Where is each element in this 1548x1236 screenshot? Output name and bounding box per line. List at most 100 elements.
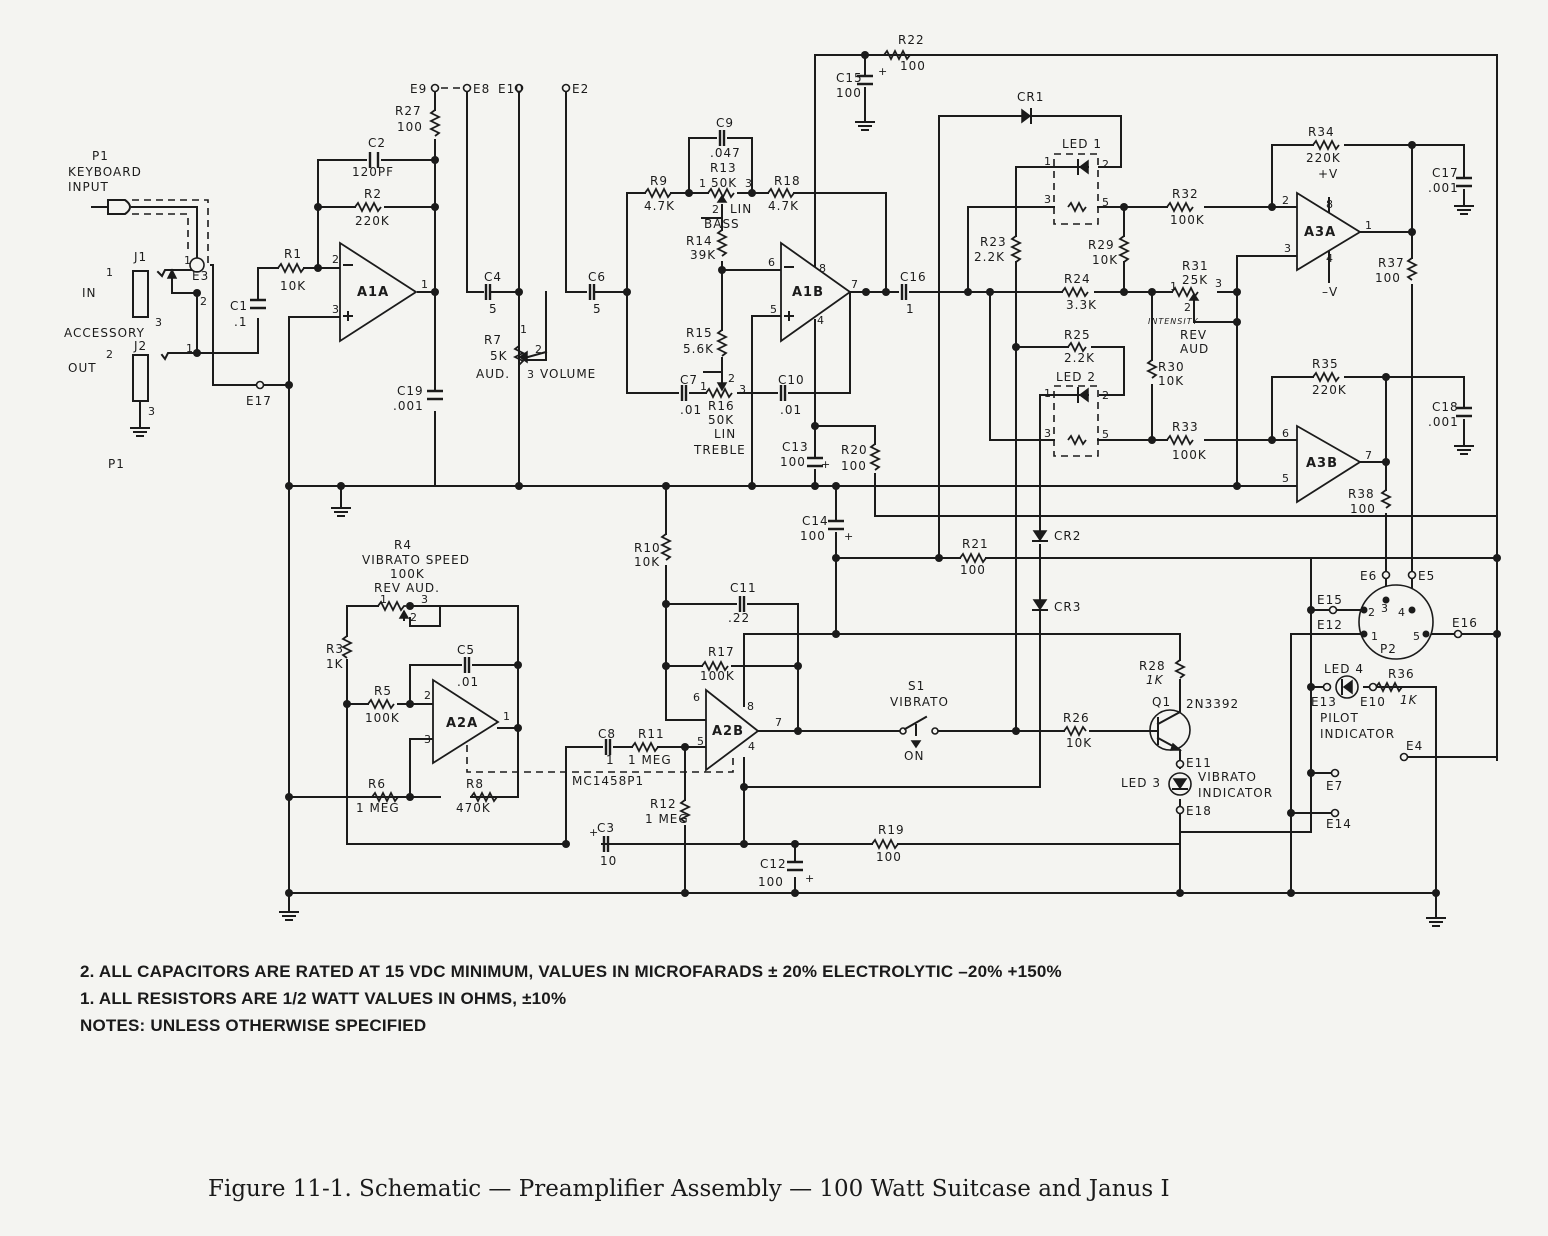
c14-value: 100 — [800, 529, 826, 543]
op-amp-a2b — [705, 688, 760, 772]
led2-label: LED 2 — [1056, 370, 1096, 384]
ground-icon — [130, 427, 150, 437]
junction-dot — [193, 349, 201, 357]
r18-label: R18 — [774, 174, 801, 188]
op-amp-a3b — [1296, 424, 1362, 504]
terminal-e18: E18 — [1186, 804, 1212, 818]
a1b-label: A1B — [792, 285, 824, 300]
r18-value: 4.7K — [768, 199, 799, 213]
out-label: OUT — [68, 361, 97, 375]
r14-value: 39K — [690, 248, 716, 262]
r29-label: R29 — [1088, 238, 1115, 252]
led1-package — [1053, 153, 1099, 225]
svg-text:2: 2 — [712, 203, 720, 216]
r6-label: R6 — [368, 777, 386, 791]
r4-value: 100K — [390, 567, 425, 581]
svg-text:4: 4 — [1326, 252, 1334, 265]
s1-state: ON — [904, 749, 924, 763]
r9-label: R9 — [650, 174, 668, 188]
ic-label: MC1458P1 — [572, 774, 644, 788]
c8-value: 1 — [606, 753, 615, 767]
r33-label: R33 — [1172, 420, 1199, 434]
junction-dot — [1307, 683, 1315, 691]
capacitor-c14 — [828, 519, 844, 531]
junction-dot — [406, 700, 414, 708]
c3-label: C3 — [597, 821, 615, 835]
junction-dot — [1287, 889, 1295, 897]
resistor-r9 — [644, 186, 672, 200]
svg-text:6: 6 — [693, 691, 701, 704]
resistor-r22 — [883, 48, 911, 62]
capacitor-c8 — [604, 739, 612, 755]
s1-function: VIBRATO — [890, 695, 949, 709]
svg-text:5: 5 — [1102, 196, 1110, 209]
c5-label: C5 — [457, 643, 475, 657]
capacitor-c4 — [484, 284, 492, 300]
junction-dot — [285, 793, 293, 801]
r37-value: 100 — [1375, 271, 1401, 285]
junction-dot — [964, 288, 972, 296]
junction-dot — [740, 783, 748, 791]
resistor-r29 — [1117, 235, 1131, 263]
r28-value: 1K — [1146, 673, 1164, 687]
capacitor-c1 — [250, 298, 266, 310]
r21-value: 100 — [960, 563, 986, 577]
junction-dot — [935, 554, 943, 562]
notes-header: NOTES: UNLESS OTHERWISE SPECIFIED — [80, 1016, 427, 1035]
led2-diode — [1078, 387, 1089, 403]
accessory-label: ACCESSORY — [64, 326, 145, 340]
junction-dot — [1012, 343, 1020, 351]
led2-package — [1053, 385, 1099, 457]
r17-value: 100K — [700, 669, 735, 683]
r31-taper-2: AUD — [1180, 342, 1209, 356]
svg-text:3: 3 — [1044, 193, 1052, 206]
svg-text:2: 2 — [410, 611, 418, 624]
c4-value: 5 — [489, 302, 498, 316]
resistor-r10 — [659, 533, 673, 561]
svg-text:5: 5 — [1102, 428, 1110, 441]
r4-function: VIBRATO SPEED — [362, 553, 470, 567]
junction-dot — [314, 264, 322, 272]
r10-label: R10 — [634, 541, 661, 555]
resistor-r36 — [1375, 680, 1403, 694]
svg-text:5: 5 — [1413, 630, 1421, 643]
r7-value: 5K — [490, 349, 508, 363]
junction-dot — [406, 602, 414, 610]
resistor-r6 — [371, 790, 399, 804]
c15-label: C15 — [836, 71, 863, 85]
c10-label: C10 — [778, 373, 805, 387]
junction-dot — [681, 743, 689, 751]
junction-dot — [794, 727, 802, 735]
r11-label: R11 — [638, 727, 665, 741]
r32-label: R32 — [1172, 187, 1199, 201]
junction-dot — [811, 422, 819, 430]
r5-label: R5 — [374, 684, 392, 698]
r2-value: 220K — [355, 214, 390, 228]
c9-label: C9 — [716, 116, 734, 130]
junction-dot — [515, 482, 523, 490]
resistor-r2 — [354, 200, 382, 214]
r22-value: 100 — [900, 59, 926, 73]
capacitor-c15 — [857, 74, 873, 86]
resistor-r7 — [512, 345, 526, 366]
p1-keyboard-label: KEYBOARD — [68, 165, 142, 179]
svg-text:3: 3 — [739, 383, 747, 396]
junction-dot — [1233, 288, 1241, 296]
r25-label: R25 — [1064, 328, 1091, 342]
capacitor-c2 — [368, 152, 380, 168]
c19-value: .001 — [393, 399, 424, 413]
svg-text:3: 3 — [745, 177, 753, 190]
vibrato-indicator-label-1: VIBRATO — [1198, 770, 1257, 784]
vibrato-indicator-label-2: INDICATOR — [1198, 786, 1273, 800]
svg-text:4: 4 — [817, 314, 825, 327]
p1-bottom-label: P1 — [108, 457, 125, 471]
r16-function: TREBLE — [693, 443, 746, 457]
resistor-r35 — [1312, 370, 1340, 384]
svg-text:8: 8 — [747, 700, 755, 713]
svg-text:1: 1 — [186, 342, 194, 355]
resistor-led1-internal — [1067, 200, 1087, 214]
svg-text:3: 3 — [424, 733, 432, 746]
junction-dot — [1268, 203, 1276, 211]
junction-dot — [285, 889, 293, 897]
note-1: 1. ALL RESISTORS ARE 1/2 WATT VALUES IN … — [80, 989, 567, 1008]
